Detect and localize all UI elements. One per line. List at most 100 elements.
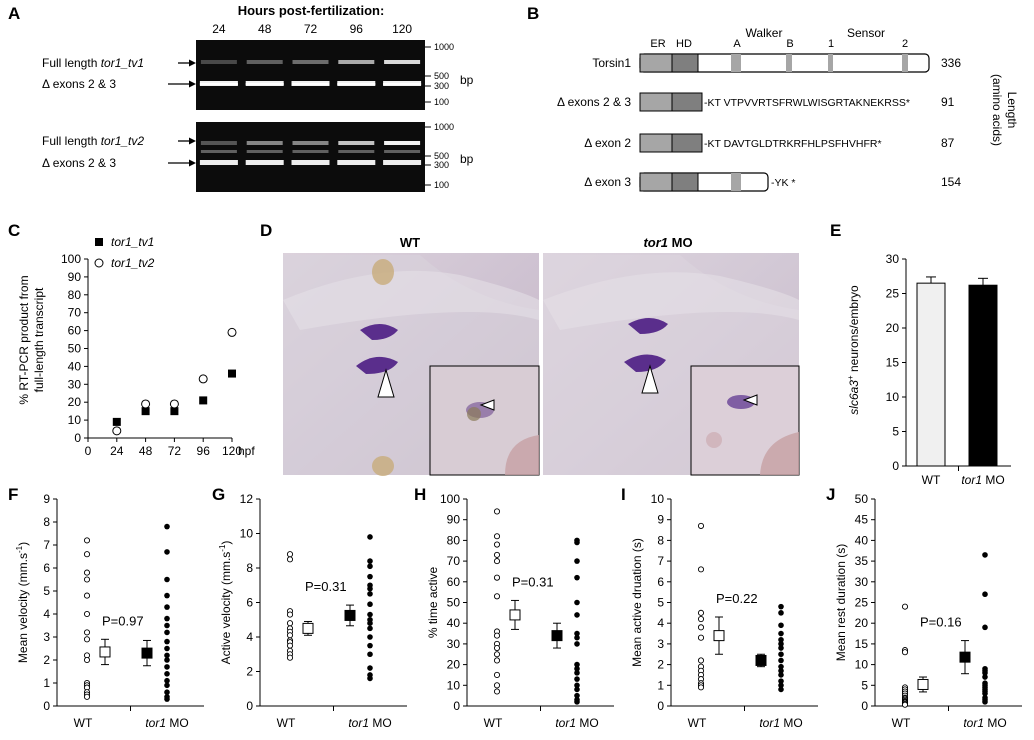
y-tick-label: 7 [43,538,50,552]
gel-band [291,160,330,165]
gel-band [383,160,422,165]
data-point-mo [367,665,373,671]
mean-marker [302,622,314,634]
data-point-mo [982,690,988,697]
data-point-mo [574,630,580,637]
data-point-wt [286,611,294,618]
y-tick-label: 2 [43,653,50,667]
p-value: P=0.22 [716,591,758,606]
domain-walker-b [786,54,792,72]
panel-letter: A [8,4,20,23]
data-point-mo [164,696,170,702]
gel-band [292,141,329,145]
data-point-wt [493,558,501,565]
gel-tv1 [196,40,425,110]
y-tick-label: 10 [855,658,869,672]
data-point-mo [778,663,784,670]
gel-band [199,160,238,165]
y-tick-label: 8 [246,561,253,575]
p-value: P=0.31 [512,574,554,589]
row-length: 154 [941,175,961,189]
data-point-mo [778,678,784,684]
svg-text:100: 100 [434,180,449,190]
data-point-mo [982,674,988,680]
gel2-delta-label: Δ exons 2 & 3 [42,156,116,170]
data-point-mo [778,668,784,674]
p-value: P=0.31 [305,579,347,594]
data-point-tv1 [112,417,121,426]
data-point-mo [574,661,580,668]
arrow-head [189,137,196,145]
x-label-mo: tor1 MO [555,716,598,730]
data-point-wt [493,508,501,515]
svg-text:300: 300 [434,160,449,170]
data-point-mo [164,638,170,645]
y-tick-label: 70 [447,554,461,568]
data-point-mo [778,636,784,643]
panel-letter: H [414,485,426,504]
gel1-full-label: Full length tor1_tv1 [42,56,144,70]
y-tick-label: 50 [855,492,869,506]
mean-marker [99,646,111,658]
data-point-mo [367,573,373,580]
data-point-mo [164,652,170,659]
svg-text:1000: 1000 [434,122,454,132]
lane-label: 72 [304,22,318,36]
data-point-wt [493,551,501,558]
x-tick-label: 24 [110,444,124,458]
data-point-wt [83,551,91,558]
y-tick-label: 0 [74,431,81,445]
data-point-mo [574,682,580,689]
arrow-head [189,59,196,67]
mean-marker [755,654,767,666]
data-point-mo [982,699,988,705]
data-point-wt [493,533,501,540]
data-point-mo [778,657,784,664]
data-point-wt [286,632,294,639]
data-point-wt [901,701,909,708]
y-tick-label: 15 [855,637,869,651]
data-point-tv1 [228,369,236,378]
label-sensor-2: 2 [902,38,908,50]
data-point-mo [778,610,784,616]
unit-bp: bp [460,152,474,166]
y-tick-label: 60 [447,575,461,589]
data-point-wt [83,576,91,583]
lane-label: 120 [392,22,412,36]
panel-letter: C [8,221,20,240]
data-point-wt [901,603,909,610]
data-point-mo [164,689,170,695]
y-tick-label: 0 [453,699,460,713]
panel-letter: J [826,485,835,504]
data-point-mo [982,552,988,558]
arrowhead-marker [641,364,659,394]
data-point-wt [697,624,705,631]
y-tick-label: 40 [68,359,82,373]
y-axis-label: % RT-PCR product from [17,275,31,404]
data-point-tv2 [198,374,208,384]
bar [968,284,998,467]
y-tick-label: 90 [68,270,82,284]
gel-header: Hours post-fertilization: [238,3,385,18]
y-tick-label: 5 [892,425,899,439]
lane-label: 24 [212,22,226,36]
data-point-mo [164,622,170,629]
gel-band [338,150,375,153]
data-point-mo [367,634,373,640]
label-sensor: Sensor [847,26,885,40]
data-point-wt [493,682,501,689]
data-point-tv2 [141,399,151,409]
data-point-mo [164,615,170,622]
data-point-mo [164,523,170,530]
data-point-wt [83,592,91,599]
row-name: Δ exon 2 [584,136,631,150]
panel-letter: G [212,485,225,504]
row-length: 336 [941,56,961,70]
data-point-mo [982,624,988,631]
data-point-wt [286,551,294,558]
